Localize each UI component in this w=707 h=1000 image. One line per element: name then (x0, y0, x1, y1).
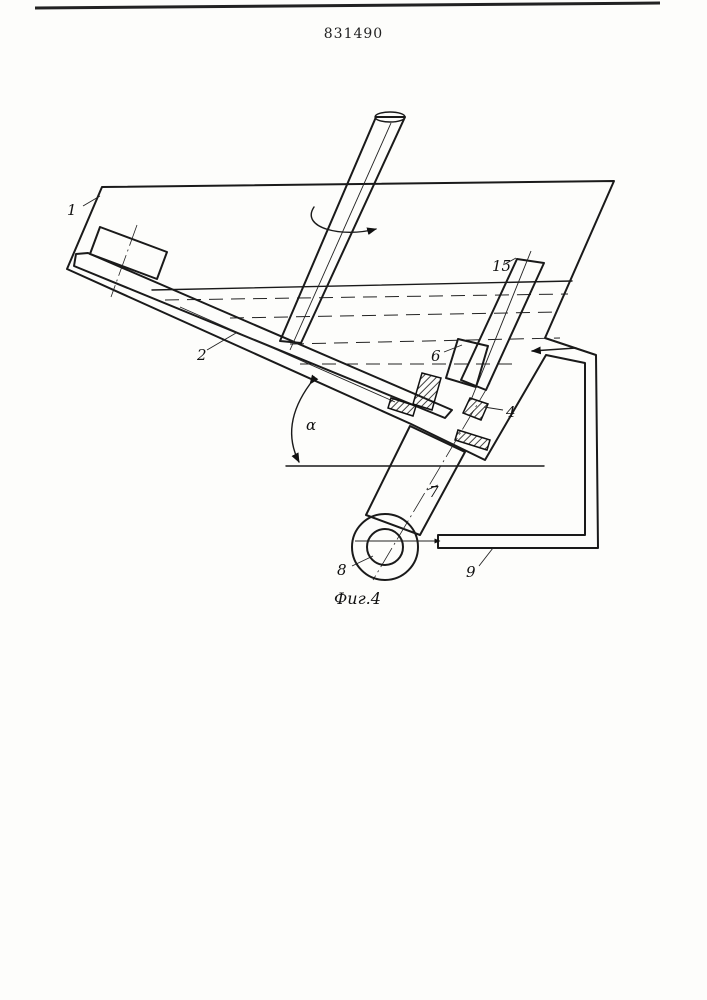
leader-2 (207, 333, 236, 350)
liquid-dash-3 (290, 338, 560, 344)
liquid-level-line (152, 281, 572, 290)
leader-1 (83, 196, 100, 206)
figure-caption: Фиг.4 (334, 589, 381, 608)
part-6-block (446, 339, 488, 387)
bearing-lower (463, 398, 488, 420)
label-7: 7 (429, 483, 439, 501)
leader-6 (444, 345, 462, 352)
pipe-15 (461, 259, 544, 390)
label-2: 2 (196, 346, 207, 364)
liquid-dash-2 (230, 312, 560, 318)
inclined-plate (74, 253, 452, 418)
drive-shaft (280, 117, 405, 343)
leader-9 (479, 548, 493, 566)
label-4: 4 (505, 403, 516, 421)
label-1: 1 (67, 201, 77, 219)
label-15: 15 (492, 257, 511, 275)
liquid-dash-1 (165, 294, 568, 300)
label-alpha: α (306, 416, 316, 434)
label-9: 9 (466, 563, 476, 581)
label-6: 6 (431, 347, 441, 365)
return-flow-arrow (532, 348, 576, 351)
label-8: 8 (337, 561, 347, 579)
pump-outer-circle (352, 514, 418, 580)
page-border-line (35, 3, 660, 8)
leader-4 (484, 407, 503, 410)
